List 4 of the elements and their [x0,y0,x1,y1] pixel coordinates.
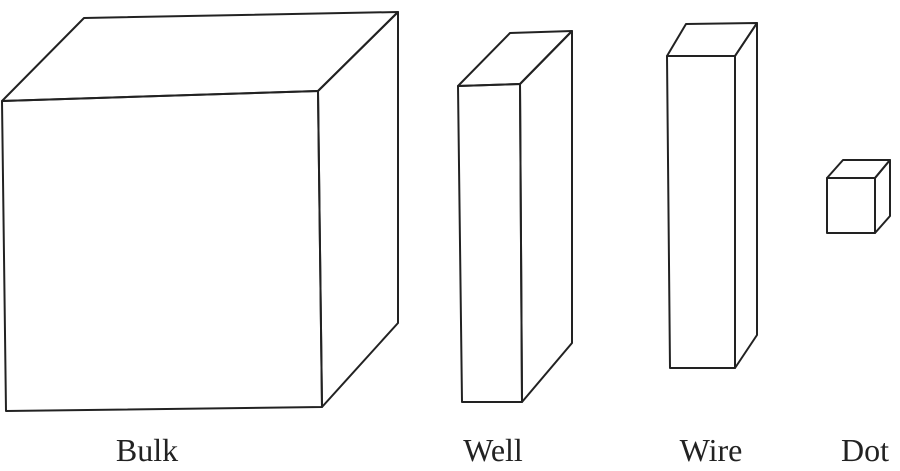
shape-caption: Bulk [116,434,178,466]
shape-caption: Wire [680,434,742,466]
shape-caption: Well [463,434,523,466]
shape-caption: Dot [841,434,889,466]
